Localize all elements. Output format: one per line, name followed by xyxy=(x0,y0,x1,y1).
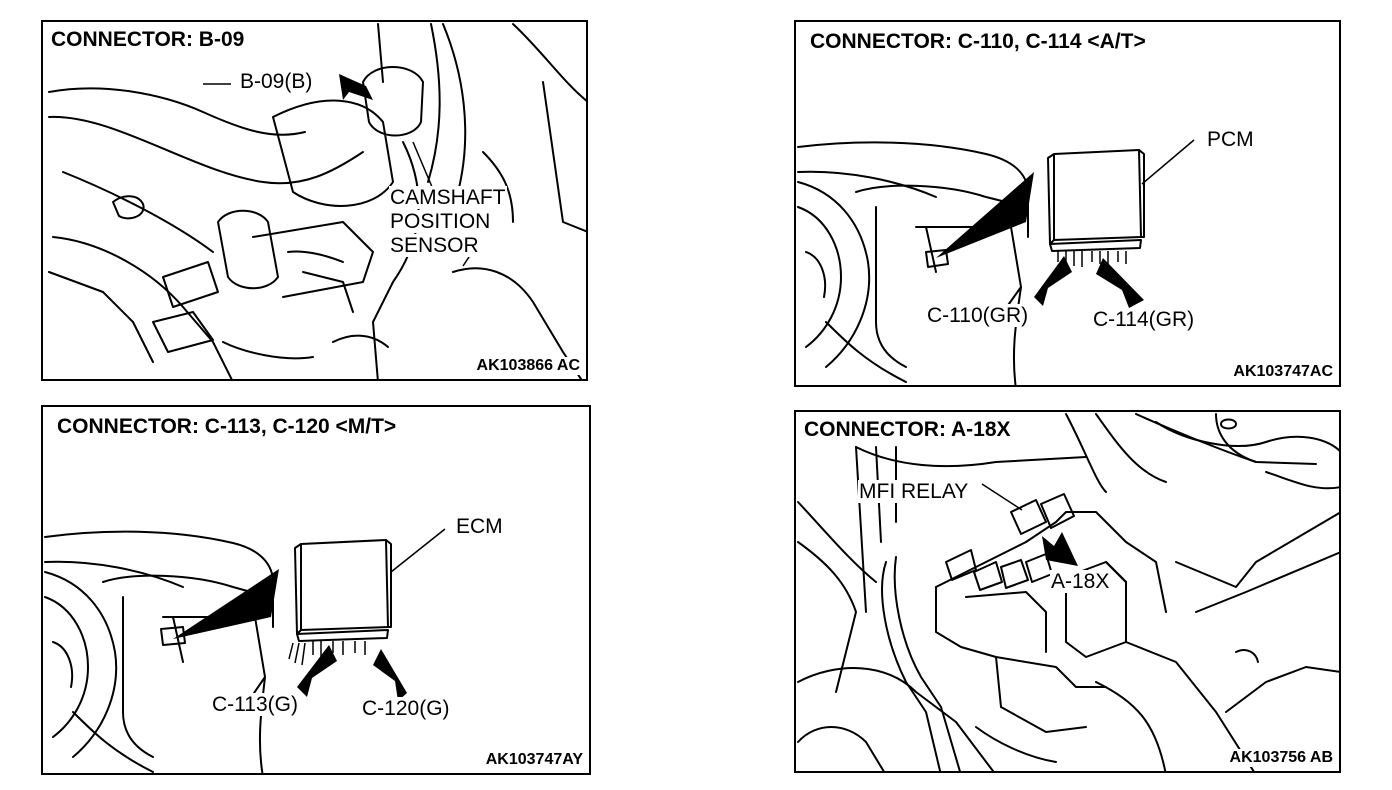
panel-title: CONNECTOR: B-09 xyxy=(49,28,247,52)
panel-title: CONNECTOR: A-18X xyxy=(802,418,1013,442)
panel-title: CONNECTOR: C-110, C-114 <A/T> xyxy=(808,30,1148,54)
right-connector-label: C-120(G) xyxy=(361,697,451,720)
left-connector-label: C-113(G) xyxy=(211,693,299,716)
sensor-label-line1: CAMSHAFT xyxy=(389,186,507,209)
pointer-wedge xyxy=(173,569,279,639)
panel-connector-a18x: CONNECTOR: A-18X MFI RELAY A-18X AK10375… xyxy=(794,410,1341,773)
figure-code: AK103756 AB xyxy=(1227,749,1335,767)
sensor-label-line2: POSITION xyxy=(389,210,492,233)
dashboard-illustration xyxy=(44,528,446,773)
figure-code: AK103747AY xyxy=(483,751,585,769)
relay-box-illustration xyxy=(797,413,1339,771)
arrow-icon xyxy=(1034,256,1072,306)
arrow-icon xyxy=(373,649,407,701)
sensor-label-line3: SENSOR xyxy=(389,234,480,257)
pointer-wedge xyxy=(936,172,1034,258)
arrow-icon xyxy=(339,74,373,100)
arrow-icon xyxy=(297,645,337,697)
panel-connector-c110-c114: CONNECTOR: C-110, C-114 <A/T> PCM C-110(… xyxy=(794,20,1341,387)
panel-connector-b09: CONNECTOR: B-09 B-09(B) CAMSHAFT POSITIO… xyxy=(41,20,588,381)
panel-connector-c113-c120: CONNECTOR: C-113, C-120 <M/T> ECM C-113(… xyxy=(41,405,591,775)
relay-label: MFI RELAY xyxy=(858,480,970,503)
figure-code: AK103866 AC xyxy=(474,357,582,375)
left-connector-label: C-110(GR) xyxy=(926,304,1030,327)
connector-label: B-09(B) xyxy=(239,70,314,93)
module-label: PCM xyxy=(1206,128,1255,151)
figure-code: AK103747AC xyxy=(1231,363,1335,381)
arrow-icon xyxy=(1096,258,1144,308)
arrow-icon xyxy=(1042,532,1078,566)
panel-title: CONNECTOR: C-113, C-120 <M/T> xyxy=(55,415,399,439)
module-label: ECM xyxy=(455,515,504,538)
dashboard-illustration xyxy=(797,139,1195,385)
right-connector-label: C-114(GR) xyxy=(1092,308,1196,331)
connector-label: A-18X xyxy=(1050,570,1111,593)
